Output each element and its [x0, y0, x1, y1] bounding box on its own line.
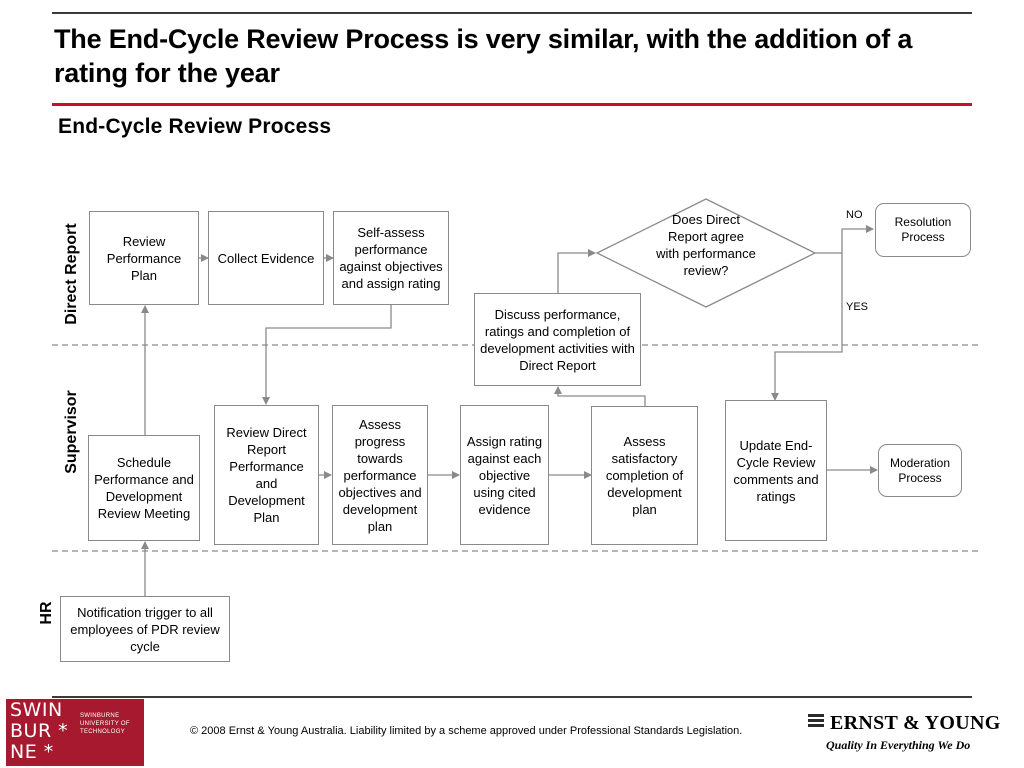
ernst-young-tagline: Quality In Everything We Do [826, 738, 971, 752]
assess-development-box: Assess satisfactory completion of develo… [591, 406, 698, 545]
title-divider [52, 103, 972, 106]
decision-diamond [595, 198, 817, 308]
assign-rating-box: Assign rating against each objective usi… [460, 405, 549, 545]
swinburne-logo-name: SWINBURNE UNIVERSITY OF TECHNOLOGY [80, 713, 130, 735]
decision-text: Does Direct Report agree with performanc… [656, 212, 756, 278]
lane-label-direct-report: Direct Report [63, 223, 80, 325]
update-review-box: Update End-Cycle Review comments and rat… [725, 400, 827, 541]
assess-progress-box: Assess progress towards performance obje… [332, 405, 428, 545]
lane-label-supervisor: Supervisor [63, 390, 80, 474]
swinburne-logo: SWIN BUR * NE * SWINBURNE UNIVERSITY OF … [6, 699, 144, 766]
moderation-process-box: Moderation Process [878, 444, 962, 497]
ernst-young-mark-icon [808, 714, 824, 727]
page-title: The End-Cycle Review Process is very sim… [54, 24, 913, 88]
notification-trigger-box: Notification trigger to all employees of… [60, 596, 230, 662]
lane-label-hr: HR [38, 601, 55, 625]
schedule-meeting-box: Schedule Performance and Development Rev… [88, 435, 200, 541]
swinburne-logo-letters: SWIN BUR * NE * [10, 699, 69, 763]
resolution-process-box: Resolution Process [875, 203, 971, 257]
footer-rule [52, 696, 972, 698]
collect-evidence-box: Collect Evidence [208, 211, 324, 305]
no-label: NO [846, 209, 863, 221]
ernst-young-name: ERNST & YOUNG [830, 712, 1001, 734]
discuss-performance-box: Discuss performance, ratings and complet… [474, 293, 641, 386]
copyright-notice: © 2008 Ernst & Young Australia. Liabilit… [190, 725, 743, 737]
diagram-subtitle: End-Cycle Review Process [58, 115, 332, 138]
top-rule [52, 12, 972, 14]
self-assess-box: Self-assess performance against objectiv… [333, 211, 449, 305]
review-performance-plan-box: Review Performance Plan [89, 211, 199, 305]
yes-label: YES [846, 301, 869, 313]
review-direct-report-plan-box: Review Direct Report Performance and Dev… [214, 405, 319, 545]
ernst-young-logo: ERNST & YOUNG [830, 712, 1001, 735]
